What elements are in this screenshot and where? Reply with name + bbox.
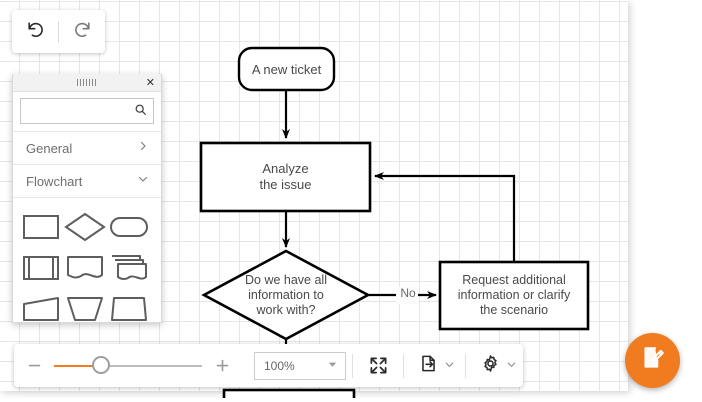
node-label-request-line2: information or clarify [457, 288, 571, 302]
shape-item-predefined-process[interactable] [19, 247, 63, 288]
redo-arrow-icon [73, 20, 92, 44]
fit-to-screen-icon [370, 357, 386, 374]
node-a-new-ticket[interactable] [237, 46, 336, 92]
zoom-level-value: 100% [264, 358, 295, 373]
export-button[interactable] [410, 344, 459, 387]
shapes-panel[interactable]: ✕ General Flowchart [12, 74, 162, 323]
chevron-down-icon[interactable] [444, 357, 455, 375]
shape-item-document[interactable] [63, 247, 107, 288]
node-label-decision-line1: Do we have all [245, 272, 327, 287]
node-label-decision-line2: information to [248, 287, 324, 302]
plus-icon [216, 359, 228, 372]
sidebar-item-general[interactable]: General [13, 131, 161, 164]
zoom-in-button[interactable] [202, 344, 242, 387]
edit-document-fab[interactable] [625, 333, 680, 388]
chevron-down-icon [137, 172, 149, 190]
shapes-search-box[interactable] [20, 98, 154, 124]
flowchart-diagram[interactable]: A new ticket Analyze the issue Do we hav… [0, 0, 636, 398]
shape-library-grid [13, 197, 161, 322]
history-toolbar [12, 10, 105, 53]
shapes-search-area [13, 92, 161, 131]
drag-grip-icon[interactable] [77, 79, 97, 86]
toolbar-divider [403, 353, 404, 378]
edge-label-bg [396, 287, 418, 304]
toolbar-divider [58, 20, 59, 43]
chevron-right-icon [137, 139, 149, 157]
node-label-request-line1: Request additional [462, 273, 566, 287]
edge-label-no: No [400, 286, 416, 300]
shape-item-process-rectangle[interactable] [19, 206, 63, 247]
undo-arrow-icon [26, 20, 45, 44]
sidebar-item-flowchart[interactable]: Flowchart [13, 164, 161, 197]
zoom-out-button[interactable] [14, 344, 54, 387]
toolbar-divider [352, 353, 353, 378]
shape-item-manual-input[interactable] [19, 288, 63, 322]
zoom-level-dropdown[interactable]: 100% [254, 351, 346, 380]
category-label-general: General [26, 140, 73, 156]
node-next-step-partial[interactable] [222, 388, 356, 398]
shapes-panel-header[interactable]: ✕ [13, 74, 161, 92]
toolbar-divider [465, 353, 466, 378]
node-label-decision-line3: work with? [256, 302, 316, 317]
shape-item-decision-diamond[interactable] [63, 206, 107, 247]
node-label-analyze-line2: the issue [259, 177, 312, 192]
node-decision-have-info[interactable] [201, 249, 371, 341]
bottom-toolbar: 100% [14, 344, 523, 387]
shape-item-terminator-rounded[interactable] [107, 206, 151, 247]
gear-icon [481, 354, 500, 378]
category-label-flowchart: Flowchart [26, 173, 83, 189]
node-request-additional-info[interactable] [438, 260, 590, 331]
chevron-down-icon [327, 357, 338, 375]
node-label-decision: Do we have all information to work with? [206, 251, 366, 339]
node-label-request: Request additional information or clarif… [440, 262, 588, 329]
redo-button[interactable] [59, 10, 105, 53]
zoom-slider-track [54, 365, 202, 367]
close-icon[interactable]: ✕ [145, 76, 155, 89]
chevron-down-icon[interactable] [506, 357, 517, 375]
zoom-slider-handle[interactable] [92, 356, 110, 374]
node-label-request-line3: the scenario [479, 303, 549, 317]
zoom-slider-fill [54, 365, 100, 367]
search-icon[interactable] [134, 103, 147, 121]
node-analyze-the-issue[interactable] [199, 141, 372, 213]
zoom-slider[interactable] [54, 344, 202, 387]
shape-item-multi-document[interactable] [107, 247, 151, 288]
fit-to-screen-button[interactable] [359, 344, 397, 387]
document-pencil-icon [640, 345, 666, 376]
undo-button[interactable] [12, 10, 58, 53]
node-label-analyze-the-issue: Analyze the issue [201, 143, 370, 211]
node-label-analyze-line1: Analyze [262, 161, 309, 176]
shape-item-preparation[interactable] [107, 288, 151, 322]
edge-request-to-analyze [374, 172, 516, 262]
export-file-icon [419, 354, 438, 378]
search-input[interactable] [21, 99, 141, 121]
settings-button[interactable] [472, 344, 521, 387]
shape-item-manual-operation[interactable] [63, 288, 107, 322]
canvas-viewport[interactable]: A new ticket Analyze the issue Do we hav… [0, 0, 636, 398]
node-label-a-new-ticket: A new ticket [251, 61, 322, 77]
minus-icon [28, 364, 40, 367]
